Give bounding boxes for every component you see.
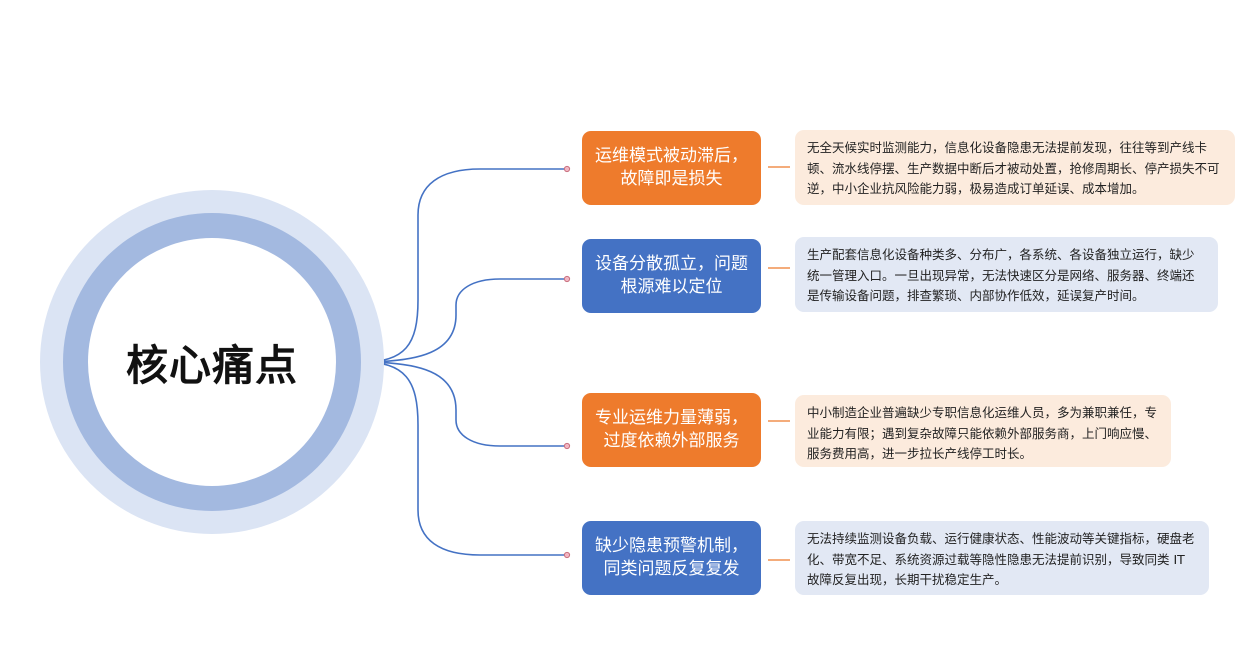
branch-node-3: 专业运维力量薄弱，过度依赖外部服务 (582, 393, 761, 467)
branch-description-text-2: 生产配套信息化设备种类多、分布广，各系统、各设备独立运行，缺少统一管理入口。一旦… (807, 247, 1195, 303)
connector-branch-2 (361, 278, 566, 363)
branch-description-4: 无法持续监测设备负载、运行健康状态、性能波动等关键指标，硬盘老化、带宽不足、系统… (795, 521, 1209, 595)
connector-branch-4 (361, 361, 566, 556)
branch-description-2: 生产配套信息化设备种类多、分布广，各系统、各设备独立运行，缺少统一管理入口。一旦… (795, 237, 1218, 312)
branch-title-1: 运维模式被动滞后，故障即是损失 (595, 146, 748, 189)
connector-dot-2 (563, 275, 571, 283)
branch-description-text-3: 中小制造企业普遍缺少专职信息化运维人员，多为兼职兼任，专业能力有限；遇到复杂故障… (807, 405, 1158, 461)
connector-dot-1 (563, 165, 571, 173)
branch-description-1: 无全天候实时监测能力，信息化设备隐患无法提前发现，往往等到产线卡顿、流水线停摆、… (795, 130, 1235, 205)
center-node: 核心痛点 (88, 238, 336, 486)
branch-node-2: 设备分散孤立，问题根源难以定位 (582, 239, 761, 313)
branch-node-4: 缺少隐患预警机制，同类问题反复复发 (582, 521, 761, 595)
connector-dot-3 (563, 442, 571, 450)
branch-title-4: 缺少隐患预警机制，同类问题反复复发 (595, 536, 748, 579)
branch-title-2: 设备分散孤立，问题根源难以定位 (595, 254, 748, 297)
branch-description-3: 中小制造企业普遍缺少专职信息化运维人员，多为兼职兼任，专业能力有限；遇到复杂故障… (795, 395, 1171, 467)
center-title: 核心痛点 (125, 340, 298, 390)
branch-description-text-1: 无全天候实时监测能力，信息化设备隐患无法提前发现，往往等到产线卡顿、流水线停摆、… (807, 140, 1220, 196)
branch-node-1: 运维模式被动滞后，故障即是损失 (582, 131, 761, 205)
connector-branch-3 (361, 361, 566, 447)
connector-branch-1 (361, 168, 566, 363)
branch-description-text-4: 无法持续监测设备负载、运行健康状态、性能波动等关键指标，硬盘老化、带宽不足、系统… (807, 531, 1195, 587)
branch-title-3: 专业运维力量薄弱，过度依赖外部服务 (595, 408, 748, 451)
connector-dot-4 (563, 551, 571, 559)
